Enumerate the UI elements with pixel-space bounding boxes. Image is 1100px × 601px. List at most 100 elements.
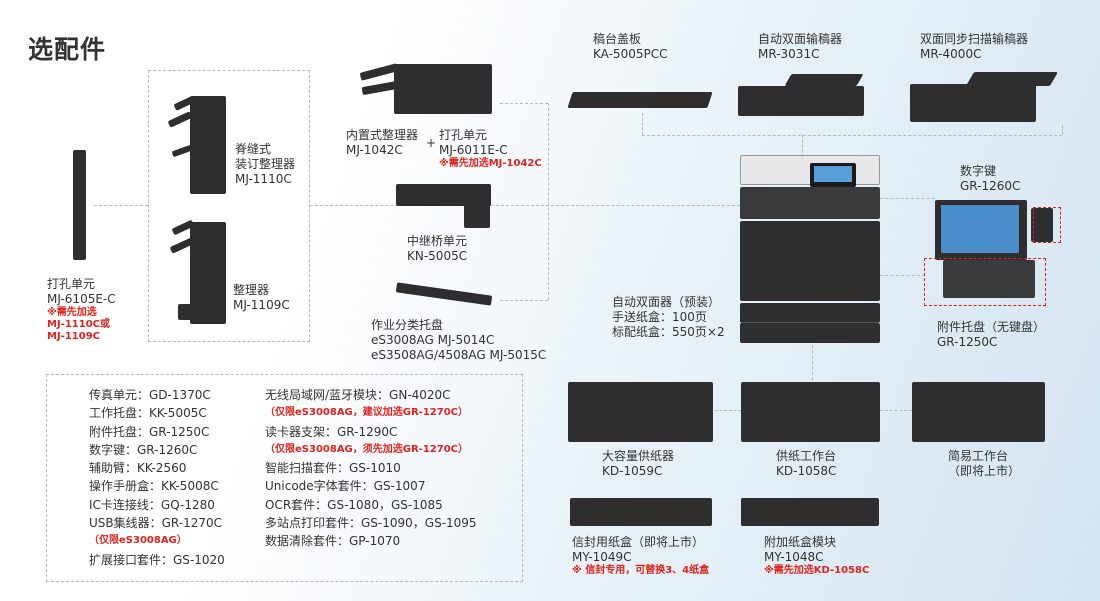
punch-unit-a-note: ※需先加选MJ-1042C: [439, 158, 542, 169]
bridge-unit-model: KN-5005C: [407, 249, 468, 263]
accessory-item: Unicode字体套件：GS-1007: [265, 479, 426, 494]
punch-unit-b-name: 打孔单元: [47, 277, 96, 291]
platen-cover-label: 稿台盖板 KA-5005PCC: [593, 32, 667, 62]
inner-finisher-model: MJ-1042C: [346, 143, 403, 157]
punch-unit-b-label: 打孔单元 MJ-6105E-C ※需先加选 MJ-1110C或 MJ-1109C: [47, 277, 116, 343]
radf-image: [738, 72, 866, 117]
envelope-cassette-note: ※ 信封专用，可替换3、4纸盒: [572, 565, 710, 576]
accessory-item: 多站点打印套件：GS-1090，GS-1095: [265, 516, 477, 531]
envelope-cassette-name: 信封用纸盒（即将上市）: [572, 535, 705, 549]
extra-drawer-note: ※需先加选KD-1058C: [764, 565, 870, 576]
feeder-pedestal-label: 供纸工作台 KD-1058C: [776, 449, 836, 479]
finisher-label: 整理器 MJ-1109C: [233, 283, 290, 313]
inner-finisher-name: 内置式整理器: [346, 128, 419, 142]
saddle-finisher-label: 脊缝式 装订整理器 MJ-1110C: [235, 142, 295, 187]
saddle-finisher-name-2: 装订整理器: [235, 157, 296, 171]
duplex-info-label: 自动双面器（预装） 手送纸盒：100页 标配纸盒：550页×2: [612, 295, 725, 340]
accessory-item: 无线局域网/蓝牙模块：GN-4020C: [265, 388, 451, 402]
keypad-name: 数字键: [960, 164, 997, 178]
radf-name: 自动双面输稿器: [758, 32, 843, 46]
keypad-highlight: [1033, 207, 1061, 243]
connector-line: [642, 135, 1062, 136]
punch-unit-a-model: MJ-6011E-C: [439, 143, 508, 157]
saddle-finisher-image: [167, 88, 230, 196]
punch-unit-b-note-3: MJ-1109C: [47, 331, 100, 342]
connector-line: [1062, 125, 1063, 135]
finisher-image: [168, 212, 230, 327]
connector-line: [880, 198, 935, 199]
accessories-left-list: 传真单元：GD-1370C 工作托盘：KK-5005C 附件托盘：GR-1250C 数…: [89, 386, 225, 569]
finisher-group-box: [148, 70, 310, 342]
finisher-model: MJ-1109C: [233, 298, 290, 312]
plus-sign: +: [426, 136, 437, 150]
page-title: 选配件: [28, 35, 107, 64]
keypad-model: GR-1260C: [960, 179, 1021, 193]
saddle-finisher-name-1: 脊缝式: [235, 142, 272, 156]
job-separator-image: [395, 282, 496, 313]
accessory-item: 数字键：GR-1260C: [89, 442, 198, 457]
accessory-item: 扩展接口套件：GS-1020: [89, 552, 225, 567]
punch-unit-b-note-1: ※需先加选: [47, 307, 97, 318]
accessory-item: 传真单元：GD-1370C: [89, 388, 211, 402]
accessory-item: （仅限eS3008AG，须先加选GR-1270C）: [265, 443, 468, 455]
bridge-unit-name: 中继桥单元: [407, 234, 468, 248]
simple-stand-image: [912, 382, 1045, 442]
job-separator-line-1: eS3008AG MJ-5014C: [371, 333, 495, 347]
main-mfp-image: [740, 155, 880, 343]
extra-drawer-label: 附加纸盒模块 MY-1048C ※需先加选KD-1058C: [764, 535, 869, 577]
bridge-unit-image: [396, 184, 491, 230]
punch-unit-b-model: MJ-6105E-C: [47, 292, 116, 306]
lcf-label: 大容量供纸器 KD-1059C: [602, 449, 674, 479]
job-separator-label: 作业分类托盘 eS3008AG MJ-5014C eS3508AG/4508AG…: [371, 318, 546, 363]
keypad-label: 数字键 GR-1260C: [960, 164, 1020, 194]
attachment-tray-model: GR-1250C: [937, 335, 998, 349]
connector-line: [880, 410, 912, 411]
attachment-tray-label: 附件托盘（无键盘） GR-1250C: [937, 320, 1045, 350]
duplex-info-line-1: 自动双面器（预装）: [612, 295, 721, 309]
radf-model: MR-3031C: [758, 47, 820, 61]
accessory-item: OCR套件：GS-1080，GS-1085: [265, 497, 443, 512]
accessory-item: 数据清除套件：GP-1070: [265, 534, 401, 549]
connector-line: [802, 135, 803, 157]
radf-label: 自动双面输稿器 MR-3031C: [758, 32, 842, 62]
dsdf-model: MR-4000C: [920, 47, 982, 61]
inner-finisher-label: 内置式整理器 MJ-1042C: [346, 128, 418, 158]
connector-line: [500, 300, 548, 301]
extra-drawer-model: MY-1048C: [764, 550, 824, 564]
connector-line: [310, 205, 740, 206]
saddle-finisher-model: MJ-1110C: [235, 172, 292, 186]
envelope-cassette-label: 信封用纸盒（即将上市） MY-1049C ※ 信封专用，可替换3、4纸盒: [572, 535, 709, 577]
accessories-right-list: 无线局域网/蓝牙模块：GN-4020C（仅限eS3008AG，建议加选GR-12…: [265, 386, 477, 551]
punch-unit-a-name: 打孔单元: [439, 128, 488, 142]
lcf-image: [568, 382, 713, 442]
accessory-item: 工作托盘：KK-5005C: [89, 406, 207, 421]
accessory-item: IC卡连接线：GQ-1280: [89, 497, 215, 512]
duplex-info-line-2: 手送纸盒：100页: [612, 310, 707, 324]
lcf-model: KD-1059C: [602, 464, 663, 478]
dsdf-image: [910, 70, 1059, 125]
finisher-name: 整理器: [233, 283, 270, 297]
accessory-item: 操作手册盒：KK-5008C: [89, 479, 219, 494]
keypad-image: [935, 200, 1065, 300]
bridge-unit-label: 中继桥单元 KN-5005C: [407, 234, 467, 264]
accessory-item: USB集线器：GR-1270C: [89, 516, 223, 531]
job-separator-name: 作业分类托盘: [371, 318, 444, 332]
accessory-item: 附件托盘：GR-1250C: [89, 424, 210, 439]
extra-drawer-image: [741, 498, 879, 526]
extra-drawer-name: 附加纸盒模块: [764, 535, 837, 549]
accessory-item: 辅助臂：KK-2560: [89, 461, 187, 476]
punch-unit-b-note-2: MJ-1110C或: [47, 319, 110, 330]
connector-line: [642, 113, 643, 135]
duplex-info-line-3: 标配纸盒：550页×2: [612, 325, 725, 339]
simple-stand-note: （即将上市）: [948, 464, 1021, 478]
feeder-pedestal-name: 供纸工作台: [776, 449, 837, 463]
feeder-pedestal-model: KD-1058C: [776, 464, 837, 478]
accessory-item: 读卡器支架：GR-1290C: [265, 424, 398, 439]
connector-line: [548, 103, 549, 300]
connector-line: [715, 410, 741, 411]
platen-cover-image: [567, 86, 713, 110]
punch-unit-b-image: [73, 150, 86, 260]
lcf-name: 大容量供纸器: [602, 449, 675, 463]
accessories-box: [46, 374, 523, 582]
feeder-pedestal-image: [741, 382, 880, 442]
